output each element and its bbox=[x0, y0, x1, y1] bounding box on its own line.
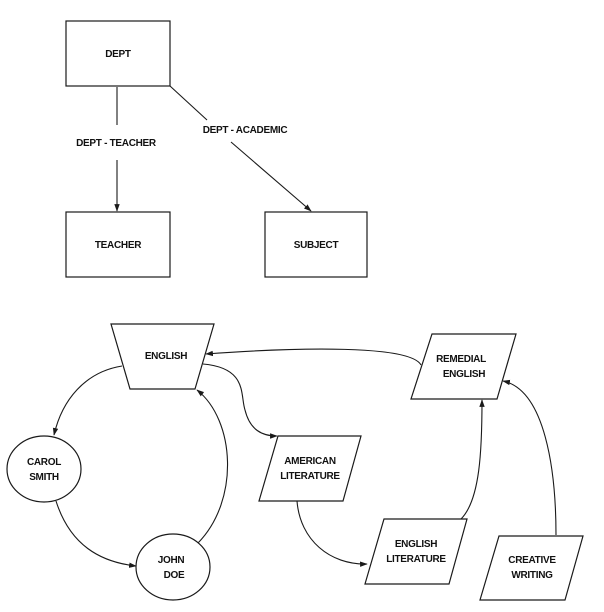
node-american-literature: AMERICAN LITERATURE bbox=[258, 435, 362, 502]
node-john-doe-label-line1: JOHN bbox=[158, 555, 185, 566]
node-american-literature-label-line2: LITERATURE bbox=[280, 471, 340, 482]
node-remedial-english-label-line2: ENGLISH bbox=[443, 369, 485, 380]
node-carol-smith-label-line1: CAROL bbox=[27, 457, 61, 468]
edge-english-american-literature bbox=[202, 363, 278, 439]
node-subject-label: SUBJECT bbox=[294, 240, 339, 251]
edge-dept-teacher: DEPT - TEACHER bbox=[76, 87, 157, 212]
edge-dept-subject-label: DEPT - ACADEMIC bbox=[203, 125, 288, 136]
edge-carol-smith-john-doe bbox=[55, 500, 137, 568]
node-english-literature-label-line1: ENGLISH bbox=[395, 539, 437, 550]
node-remedial-english: REMEDIAL ENGLISH bbox=[410, 333, 517, 400]
edge-dept-subject-line-lower bbox=[230, 141, 312, 212]
edge-john-doe-english bbox=[196, 389, 229, 544]
edge-creative-writing-remedial-english bbox=[502, 379, 557, 536]
edge-dept-teacher-label: DEPT - TEACHER bbox=[76, 138, 157, 149]
node-john-doe-label-line2: DOE bbox=[164, 570, 185, 581]
edge-english-carol-smith bbox=[52, 365, 123, 436]
node-creative-writing: CREATIVE WRITING bbox=[479, 535, 584, 601]
node-carol-smith: CAROL SMITH bbox=[6, 435, 82, 503]
node-john-doe: JOHN DOE bbox=[135, 533, 211, 601]
node-creative-writing-label-line2: WRITING bbox=[511, 570, 553, 581]
node-dept-label: DEPT bbox=[105, 49, 131, 60]
node-english-literature-label-line2: LITERATURE bbox=[386, 554, 446, 565]
node-remedial-english-label-line1: REMEDIAL bbox=[436, 354, 486, 365]
node-teacher: TEACHER bbox=[65, 211, 171, 278]
node-subject: SUBJECT bbox=[264, 211, 368, 278]
node-english-literature: ENGLISH LITERATURE bbox=[364, 518, 468, 585]
edge-english-literature-remedial-english bbox=[460, 399, 485, 520]
edge-dept-subject: DEPT - ACADEMIC bbox=[169, 85, 312, 212]
edge-dept-subject-line-upper bbox=[169, 85, 208, 121]
edge-american-literature-english-literature bbox=[296, 500, 368, 567]
node-english: ENGLISH bbox=[110, 323, 215, 390]
node-dept: DEPT bbox=[65, 20, 171, 87]
node-creative-writing-label-line1: CREATIVE bbox=[508, 555, 556, 566]
edge-remedial-english-english bbox=[205, 348, 422, 366]
node-american-literature-label-line1: AMERICAN bbox=[284, 456, 336, 467]
node-carol-smith-label-line2: SMITH bbox=[29, 472, 59, 483]
node-teacher-label: TEACHER bbox=[95, 240, 142, 251]
node-english-label: ENGLISH bbox=[145, 351, 187, 362]
